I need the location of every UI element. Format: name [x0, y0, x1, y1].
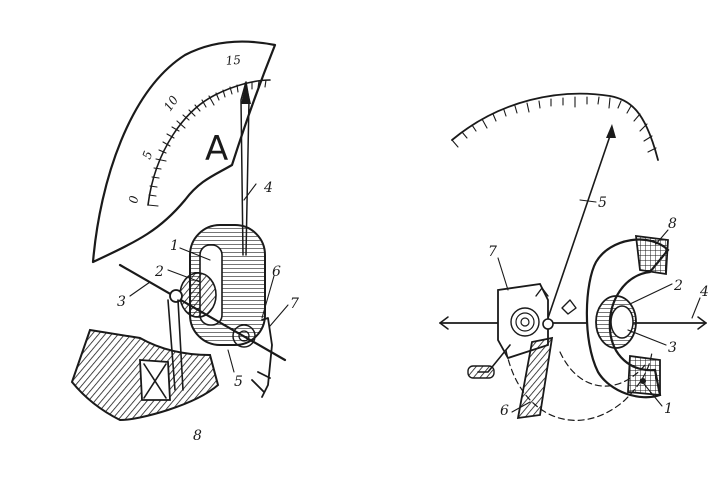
left-scale-number-15: 15	[225, 53, 241, 68]
right-corrector-knob	[467, 365, 495, 379]
left-callout-5: 5	[234, 374, 243, 390]
right-pivot	[542, 318, 554, 330]
right-callout-3: 3	[668, 340, 677, 356]
left-corrector-lever	[251, 317, 273, 398]
right-pointer	[547, 129, 613, 319]
right-instrument: 1 2 3 4 5 6 7 8	[439, 92, 709, 421]
left-pivot	[169, 289, 183, 303]
right-small-cap	[535, 287, 549, 297]
right-dashed-sweep-inner	[559, 351, 646, 387]
right-callout-5: 5	[598, 195, 607, 211]
right-axle-fork-left	[439, 316, 449, 330]
left-instrument: 0 5 10 15 A	[70, 40, 299, 444]
right-callout-leaders	[497, 199, 701, 413]
left-hairspring-inner	[238, 330, 250, 342]
right-callout-8: 8	[668, 216, 677, 232]
right-scale-ticks	[451, 96, 657, 153]
right-pointer-tip	[606, 124, 616, 138]
left-scale-number-5: 5	[140, 149, 156, 161]
right-hairspring-mid	[515, 312, 535, 332]
right-core	[610, 305, 634, 339]
left-unit-letter: A	[205, 129, 228, 169]
right-magnet-top-block	[634, 234, 669, 276]
right-callout-7: 7	[488, 244, 497, 260]
right-axle-fork-right	[697, 316, 707, 330]
left-callout-8: 8	[193, 428, 202, 444]
left-callout-1: 1	[170, 238, 179, 254]
left-scale-number-10: 10	[161, 93, 181, 114]
right-dashed-sweep-outer	[505, 349, 653, 421]
right-scale-arc	[451, 92, 659, 161]
right-hairspring-inner	[520, 317, 530, 327]
left-callout-leaders	[129, 183, 289, 373]
right-callout-4: 4	[699, 284, 709, 300]
left-callout-2: 2	[154, 264, 164, 280]
left-magnet-pole-cross	[143, 363, 167, 399]
left-callout-6: 6	[272, 264, 281, 280]
right-callout-2: 2	[673, 278, 683, 294]
left-pointer-tip	[241, 82, 251, 104]
right-callout-6: 6	[500, 403, 509, 419]
left-callout-3: 3	[117, 294, 126, 310]
left-dial-card	[91, 40, 277, 264]
right-callout-1: 1	[664, 401, 673, 417]
right-hairspring-outer	[510, 307, 540, 337]
left-scale-arc	[147, 79, 271, 206]
left-callout-7: 7	[290, 296, 299, 312]
right-magnet-rivet	[640, 378, 646, 384]
left-axle	[118, 263, 287, 362]
right-shunt-bar	[516, 336, 554, 420]
left-callout-4: 4	[263, 180, 273, 196]
right-counterweight	[561, 299, 577, 315]
left-hairspring-outer	[232, 324, 256, 348]
left-scale-number-0: 0	[126, 194, 141, 204]
